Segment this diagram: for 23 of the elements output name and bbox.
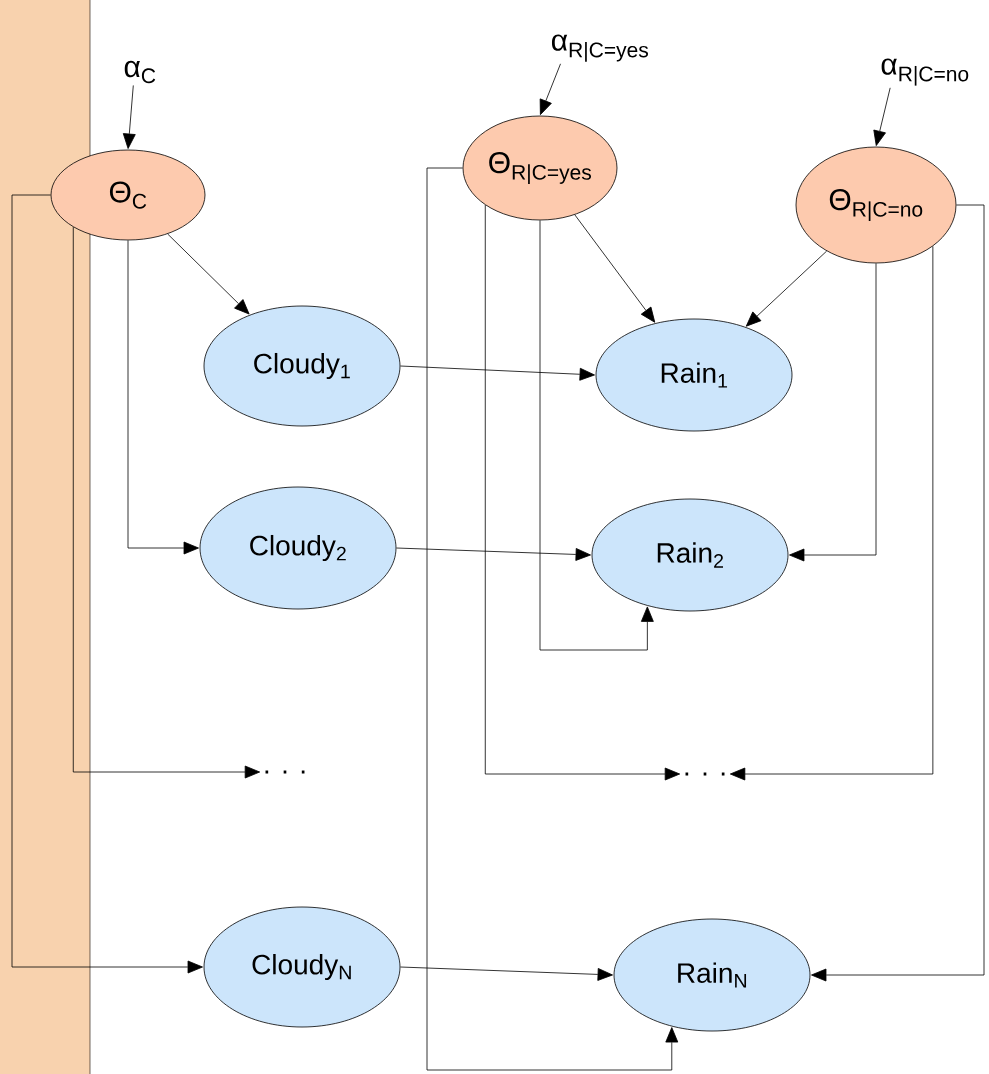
arrow xyxy=(426,167,679,1071)
hyperparameter-label: α$_{R|C=no}$ xyxy=(881,58,969,86)
arrow xyxy=(400,365,595,381)
arrow xyxy=(811,204,985,982)
arrow xyxy=(539,220,654,651)
arrow xyxy=(72,226,261,779)
arrow xyxy=(873,87,891,146)
ellipsis-text: . . . xyxy=(685,772,725,776)
arrow xyxy=(745,250,828,327)
arrow xyxy=(484,204,681,781)
arrow xyxy=(729,245,934,781)
arrow xyxy=(400,966,613,981)
arrow xyxy=(396,547,591,561)
ellipsis-text: . . . xyxy=(265,770,305,774)
arrow xyxy=(11,194,203,974)
arrow xyxy=(539,63,561,116)
arrow xyxy=(789,263,877,562)
hyperparameter-label: α$_{R|C=yes}$ xyxy=(551,34,648,62)
arrow xyxy=(167,233,250,315)
arrow xyxy=(127,240,199,555)
hyperparameter-label: α$_{C}$ xyxy=(124,60,156,84)
arrow xyxy=(122,85,136,149)
arrow xyxy=(574,214,656,323)
